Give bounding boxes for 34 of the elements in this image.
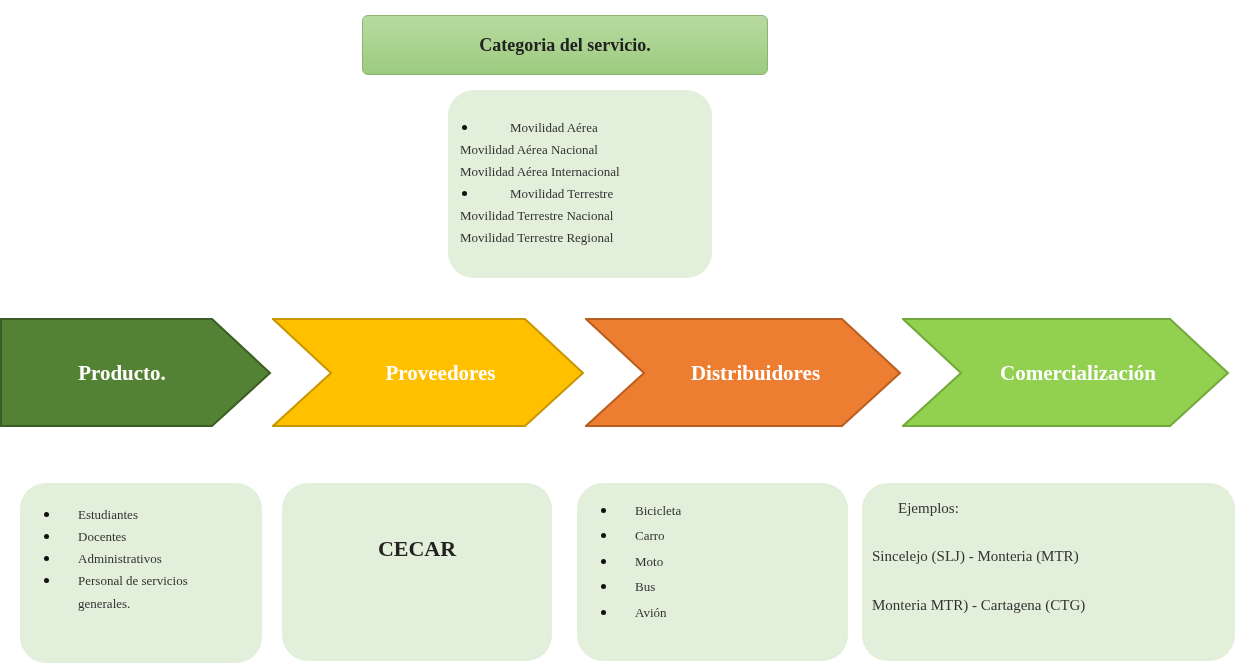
list-item: Avión [635, 604, 668, 622]
list-item: Moto [635, 553, 665, 571]
card-text: Ejemplos: [898, 499, 960, 518]
box-title: Categoria del servicio. [479, 34, 651, 56]
stage-banner [585, 318, 902, 428]
list-item: Estudiantes [78, 506, 139, 524]
card-text: Sincelejo (SLJ) - Monteria (MTR) [872, 547, 1080, 566]
title-box [362, 15, 768, 75]
stage-label: Proveedores [385, 360, 496, 386]
card-text: Movilidad Terrestre Regional [460, 229, 615, 247]
list-item: Movilidad Aérea [510, 119, 599, 137]
card-text: Monteria MTR) - Cartagena (CTG) [872, 596, 1087, 615]
card-text: Movilidad Terrestre Nacional [460, 207, 615, 225]
info-card [448, 90, 712, 278]
stage-banner [0, 318, 272, 428]
card-text: Movilidad Aérea Internacional [460, 163, 621, 181]
card-text: Movilidad Aérea Nacional [460, 141, 599, 159]
list-item: Bus [635, 578, 657, 596]
list-item: Movilidad Terrestre [510, 185, 615, 203]
info-card [282, 483, 552, 661]
stage-label: Distribuidores [690, 360, 821, 386]
list-item: Personal de servicios generales. [78, 572, 189, 613]
list-item: Bicicleta [635, 502, 683, 520]
stage-banner [272, 318, 585, 428]
info-card [862, 483, 1235, 661]
card-text: CECAR [377, 536, 457, 562]
stage-label: Producto. [78, 360, 166, 386]
list-item: Docentes [78, 528, 128, 546]
info-card [577, 483, 848, 661]
list-item: Carro [635, 527, 666, 545]
stage-banner [902, 318, 1230, 428]
stage-label: Comercialización [1000, 360, 1156, 386]
info-card [20, 483, 262, 663]
list-item: Administrativos [78, 550, 163, 568]
